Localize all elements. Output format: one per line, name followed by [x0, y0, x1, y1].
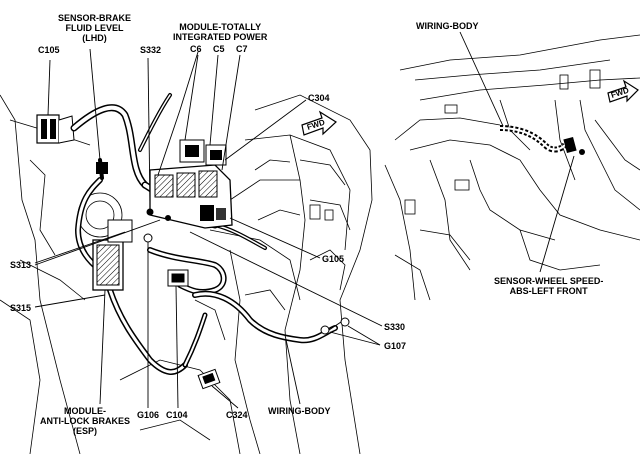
label-sensor-wheel-speed: SENSOR-WHEEL SPEED- ABS-LEFT FRONT — [494, 276, 604, 296]
label-c5: C5 — [213, 44, 225, 54]
label-g106: G106 — [137, 410, 160, 420]
fwd-arrow-left: FWD — [301, 110, 337, 136]
small-connectors — [143, 208, 350, 390]
fender-structure — [384, 34, 640, 301]
label-s330: S330 — [384, 322, 406, 332]
label-wiring-body-top: WIRING-BODY — [416, 21, 479, 31]
tipm-module — [149, 139, 233, 229]
label-sensor-brake-fluid: SENSOR-BRAKE FLUID LEVEL (LHD) — [58, 13, 132, 43]
label-s332: S332 — [140, 45, 162, 55]
fwd-arrow-right: FWD — [607, 79, 639, 103]
label-c104: C104 — [166, 410, 188, 420]
label-c7: C7 — [236, 44, 248, 54]
c105-connector — [36, 114, 75, 144]
label-c304: C304 — [308, 93, 330, 103]
label-c324: C324 — [226, 410, 248, 420]
label-s313: S313 — [10, 260, 32, 270]
wheel-sensor-harness — [499, 125, 585, 155]
label-c6: C6 — [190, 44, 202, 54]
label-wiring-body-bottom: WIRING-BODY — [268, 406, 331, 416]
label-module-tipm: MODULE-TOTALLY INTEGRATED POWER — [173, 22, 268, 42]
label-module-abs: MODULE- ANTI-LOCK BRAKES (ESP) — [40, 406, 130, 436]
abs-module — [92, 162, 133, 291]
label-g105: G105 — [322, 254, 345, 264]
label-c105: C105 — [38, 45, 60, 55]
label-g107: G107 — [384, 341, 407, 351]
engine-bay-structure — [0, 94, 373, 454]
leader-lines — [34, 31, 575, 409]
label-s315: S315 — [10, 303, 32, 313]
